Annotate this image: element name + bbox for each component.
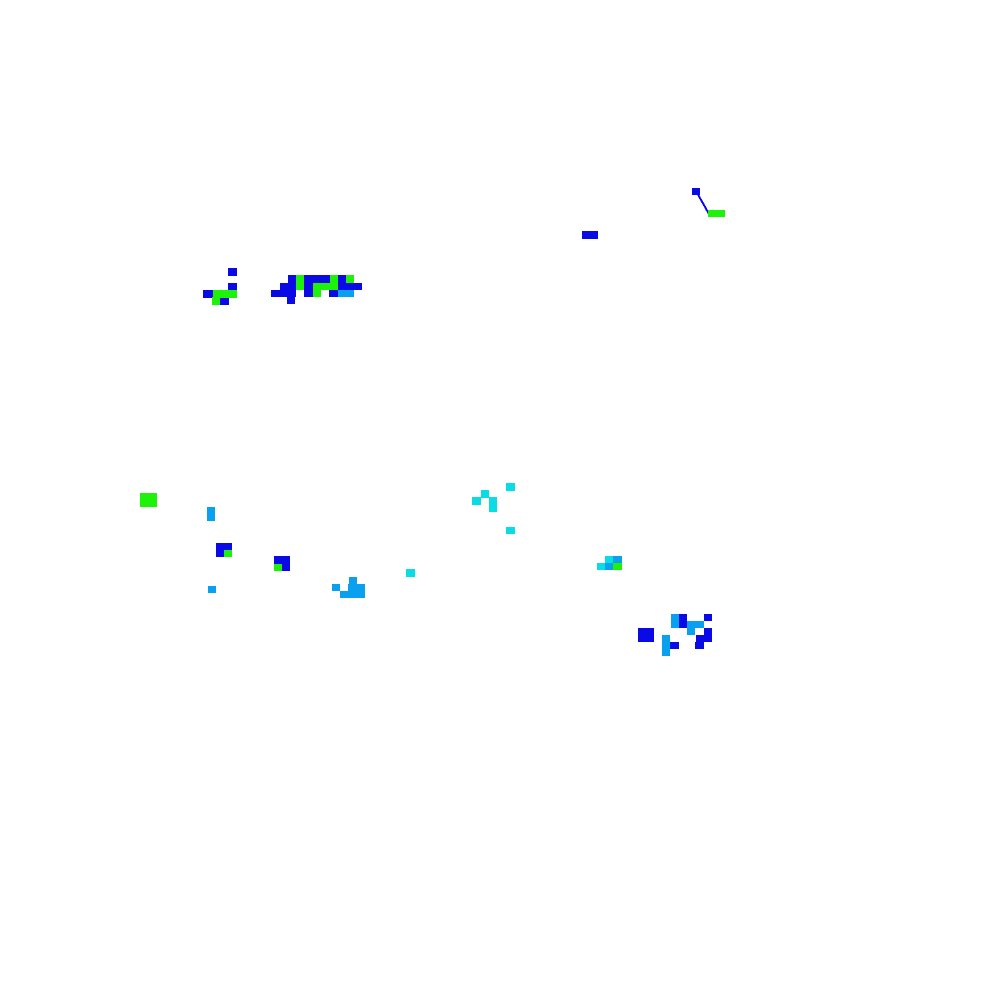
cell xyxy=(338,275,346,283)
cluster-northwest-right xyxy=(271,275,362,304)
cell xyxy=(638,628,654,642)
cell xyxy=(288,290,296,297)
cell xyxy=(140,493,157,507)
cell xyxy=(349,577,357,585)
cell xyxy=(280,283,296,290)
cell xyxy=(329,290,338,297)
cell xyxy=(695,642,704,649)
cell xyxy=(207,507,215,521)
cell xyxy=(287,297,295,304)
cell xyxy=(330,275,338,283)
cell xyxy=(274,556,290,564)
cell xyxy=(313,283,338,290)
cell xyxy=(506,483,515,491)
cell xyxy=(489,497,497,505)
cell xyxy=(271,290,288,297)
cell xyxy=(406,569,415,577)
cell xyxy=(597,563,605,570)
cell xyxy=(708,210,725,217)
cell xyxy=(216,543,224,557)
cluster-central-south xyxy=(332,569,415,598)
cluster-southeast xyxy=(638,614,712,656)
cell xyxy=(288,275,297,283)
cell xyxy=(489,504,497,512)
cell xyxy=(340,591,365,598)
cell xyxy=(228,268,237,276)
cell xyxy=(213,290,237,298)
cell xyxy=(220,298,229,305)
cell xyxy=(212,297,220,305)
cell xyxy=(704,628,712,635)
cell xyxy=(346,275,354,283)
cell xyxy=(704,614,712,621)
cell xyxy=(296,275,304,290)
cluster-northeast xyxy=(582,188,725,239)
cell xyxy=(696,635,712,642)
cell xyxy=(338,290,354,297)
cell xyxy=(472,497,481,505)
cell xyxy=(613,563,622,570)
cell xyxy=(687,621,704,628)
cell xyxy=(679,614,687,628)
cell xyxy=(304,283,313,290)
cell xyxy=(274,564,282,571)
cell xyxy=(662,635,670,642)
cell xyxy=(338,283,362,290)
cell xyxy=(203,290,213,298)
cell xyxy=(687,628,695,635)
cell xyxy=(348,584,365,592)
cell xyxy=(670,642,679,649)
cell xyxy=(582,231,598,239)
cell xyxy=(208,586,216,593)
cell xyxy=(671,614,679,628)
cell xyxy=(605,556,613,563)
cell xyxy=(282,564,290,571)
cluster-east-central xyxy=(597,556,622,570)
cell xyxy=(313,290,321,297)
cell xyxy=(304,275,330,283)
cell xyxy=(692,188,700,195)
cell xyxy=(332,584,340,591)
cell xyxy=(613,556,622,563)
cell xyxy=(228,283,237,290)
cell xyxy=(304,290,313,297)
cell xyxy=(506,527,515,534)
cell xyxy=(662,649,670,656)
cluster-west xyxy=(140,493,290,593)
cell xyxy=(481,490,489,498)
cell xyxy=(662,642,670,649)
cell xyxy=(224,550,232,557)
cell xyxy=(224,543,232,550)
cluster-northwest-left xyxy=(203,268,237,305)
cluster-central xyxy=(472,483,515,534)
cell xyxy=(605,563,613,570)
